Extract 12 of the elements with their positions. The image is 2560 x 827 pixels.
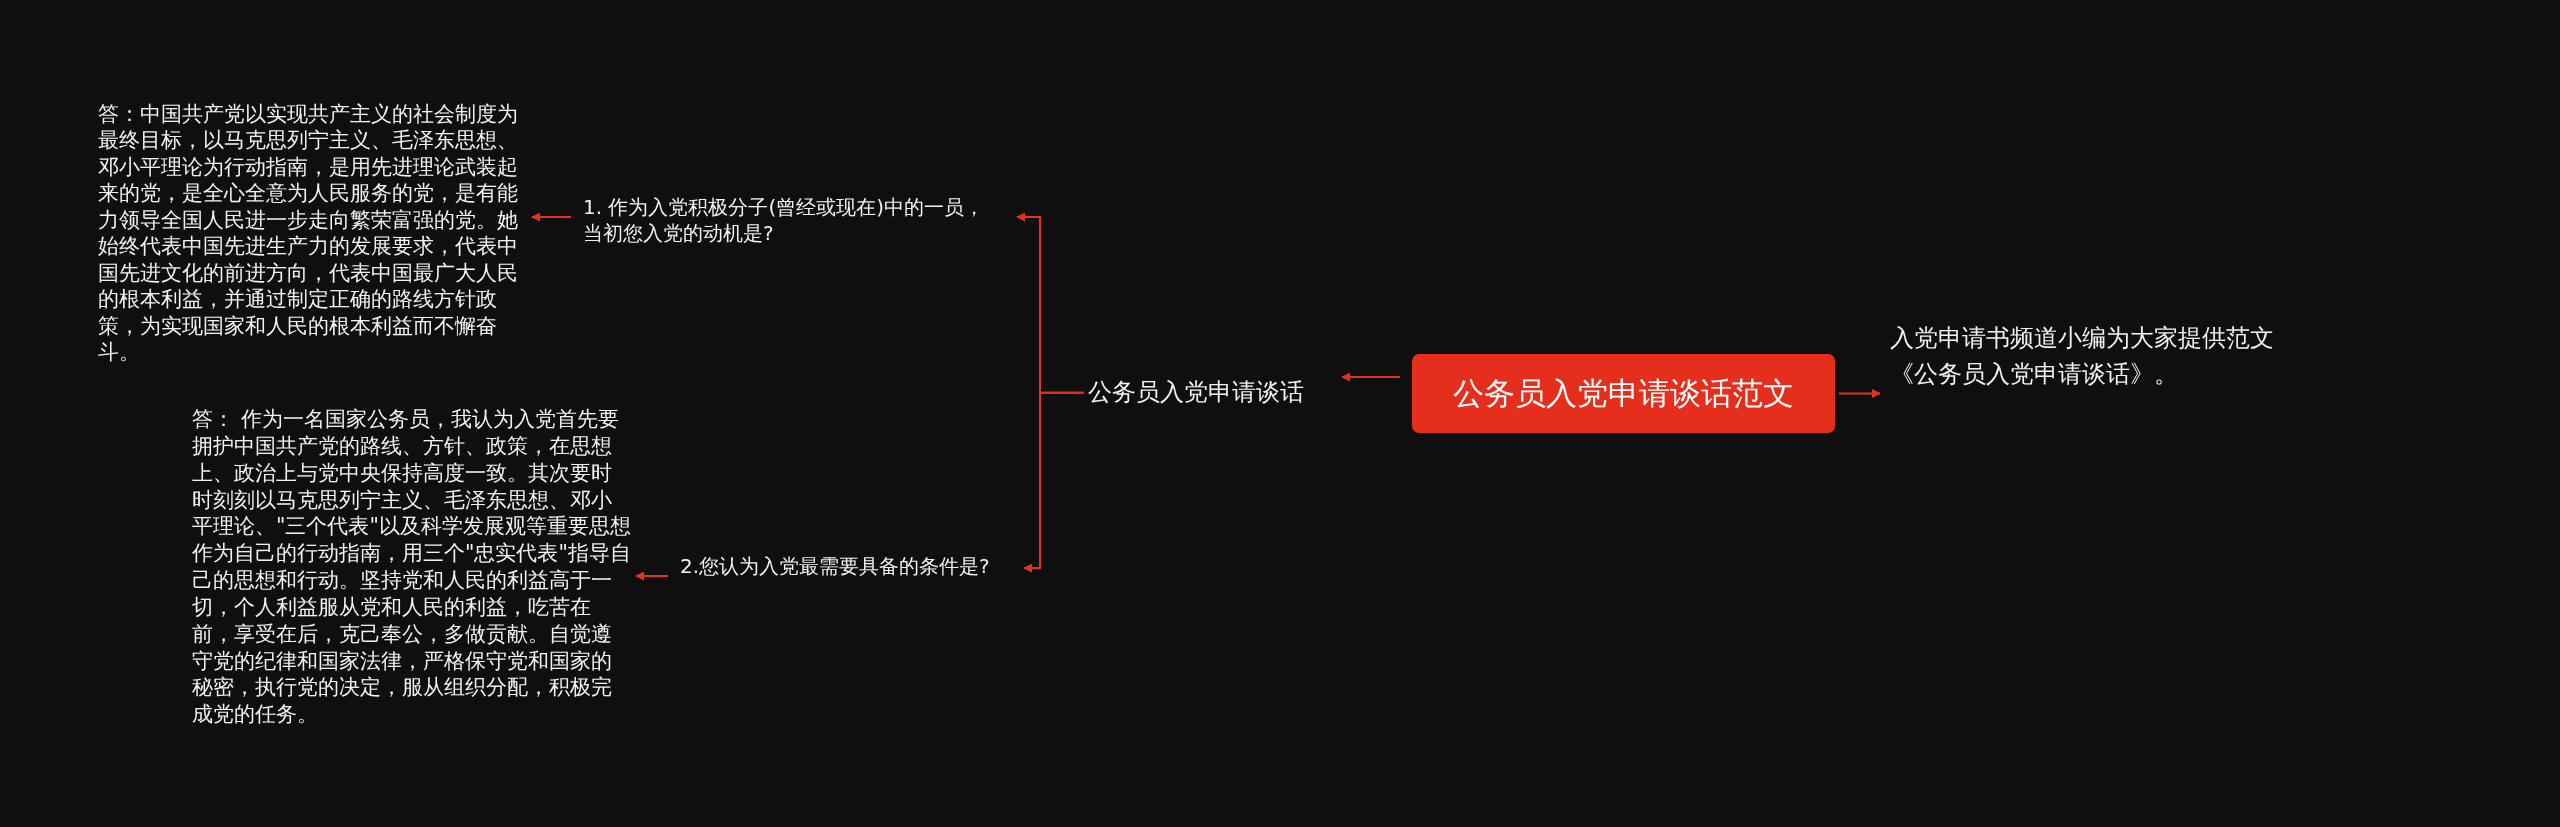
summary-text: 入党申请书频道小编为大家提供范文《公务员入党申请谈话》。 — [1890, 320, 2320, 392]
arrow — [1838, 389, 1881, 398]
central-topic-box: 公务员入党申请谈话范文 — [1412, 354, 1835, 433]
arrow — [635, 571, 669, 581]
branch-topic-text: 公务员入党申请谈话 — [1088, 376, 1338, 410]
arrow — [531, 212, 572, 222]
answer-text: 答： 作为一名国家公务员，我认为入党首先要拥护中国共产党的路线、方针、政策，在思想上、政治上与党中央保持高度一致。其次要时时刻刻以马克思列宁主义、毛泽东思想、邓小平理论、"三个代表"以及科学发展观等重要思想作为自己的行动指南，用三个"忠实代表"指导自己的思想和行动。坚持党和人民的利益高于一切，个人利益服从党和人民的利益，吃苦在前，享受在后，克己奉公，多做贡献。自觉遵守党的纪律和国家法律，严格保守党和国家的秘密，执行党的决定，服从组织分配，积极完成党的任务。 — [192, 406, 632, 729]
question-text: 1. 作为入党积极分子(曾经或现在)中的一员，当初您入党的动机是? — [583, 194, 1003, 246]
arrow — [1341, 372, 1401, 382]
question-text: 2.您认为入党最需要具备的条件是? — [680, 553, 1010, 579]
arrow — [1023, 391, 1085, 573]
answer-text: 答：中国共产党以实现共产主义的社会制度为最终目标，以马克思列宁主义、毛泽东思想、邓小平理论为行动指南，是用先进理论武装起来的党，是全心全意为人民服务的党，是有能力领导全国人民进一步走向繁荣富强的党。她始终代表中国先进生产力的发展要求，代表中国先进文化的前进方向，代表中国最广大人民的根本利益，并通过制定正确的路线方针政策，为实现国家和人民的根本利益而不懈奋斗。 — [98, 101, 528, 366]
